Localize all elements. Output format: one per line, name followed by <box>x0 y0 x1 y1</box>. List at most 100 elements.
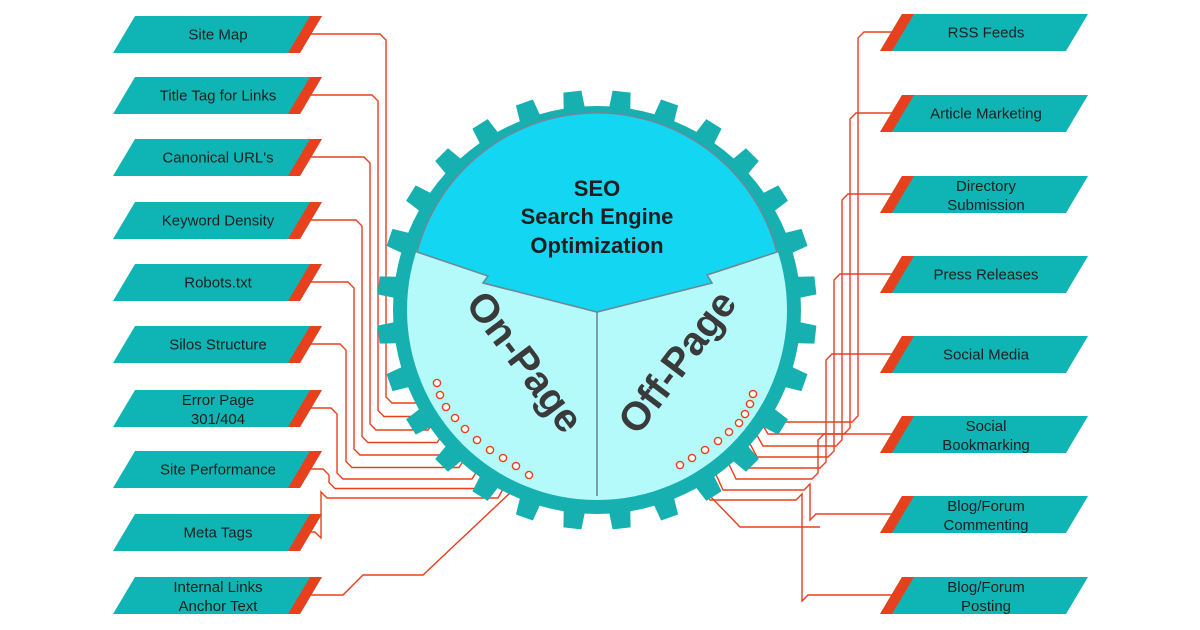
label-box <box>113 390 322 427</box>
label-box <box>113 202 322 239</box>
label-box <box>113 264 322 301</box>
label-box <box>880 336 1088 373</box>
connector-line <box>302 465 517 540</box>
label-box-accent <box>880 496 914 533</box>
label-text: Commenting <box>943 517 1028 534</box>
connector-terminal <box>441 402 451 412</box>
label-text: Canonical URL's <box>162 150 273 167</box>
label-box-accent <box>288 16 322 53</box>
connector-terminal <box>450 413 460 423</box>
connector-terminal <box>748 389 758 399</box>
connector-terminal <box>524 470 534 480</box>
label-box <box>880 577 1088 614</box>
sector-seo <box>416 112 778 313</box>
label-text: Directory <box>956 178 1017 195</box>
label-text: Internal Links <box>173 579 262 596</box>
connector-terminal <box>472 435 482 445</box>
label-box <box>113 16 322 53</box>
label-box <box>113 451 322 488</box>
label-text: Posting <box>961 598 1011 615</box>
label-text: Robots.txt <box>184 275 252 292</box>
on-page-item-site-performance: Site Performance <box>113 451 322 488</box>
seo-subtitle-line1: Search Engine <box>521 204 674 229</box>
connector-terminal <box>511 461 521 471</box>
label-text: Meta Tags <box>184 525 253 542</box>
label-box-accent <box>288 264 322 301</box>
connector-terminal <box>435 390 445 400</box>
label-box-accent <box>288 514 322 551</box>
connector-terminal <box>687 453 697 463</box>
label-box <box>880 95 1088 132</box>
seo-gear: SEO Search Engine Optimization On-Page O… <box>377 90 817 530</box>
label-text: Title Tag for Links <box>160 88 277 105</box>
label-box <box>113 77 322 114</box>
label-text: Silos Structure <box>169 337 267 354</box>
seo-title: SEO <box>574 176 620 201</box>
on-page-item-robots-txt: Robots.txt <box>113 264 322 301</box>
label-text: Keyword Density <box>162 213 275 230</box>
on-page-item-error-page-301-404: Error Page 301/404 <box>113 390 322 428</box>
label-box-accent <box>880 14 914 51</box>
connector-line <box>749 112 900 435</box>
label-box-accent <box>880 95 914 132</box>
label-text: Blog/Forum <box>947 579 1025 596</box>
label-box-accent <box>880 176 914 213</box>
label-box <box>113 326 322 363</box>
label-box-accent <box>880 416 914 453</box>
on-page-item-site-map: Site Map <box>113 16 322 53</box>
on-page-item-title-tag-for-links: Title Tag for Links <box>113 77 322 114</box>
label-text: Submission <box>947 197 1025 214</box>
label-box <box>113 514 322 551</box>
connector-line <box>302 219 456 444</box>
connector-terminal <box>745 399 755 409</box>
label-box-accent <box>880 256 914 293</box>
connector-terminal <box>724 427 734 437</box>
connector-line <box>717 433 900 480</box>
off-page-item-social-media: Social Media <box>880 336 1088 373</box>
connector-line <box>302 343 478 469</box>
label-text: Social Media <box>943 347 1030 364</box>
label-text: RSS Feeds <box>948 25 1025 42</box>
connector-terminal <box>740 409 750 419</box>
label-text: Social <box>966 418 1007 435</box>
label-text: Bookmarking <box>942 437 1030 454</box>
label-box-accent <box>288 202 322 239</box>
label-text: 301/404 <box>191 411 245 428</box>
label-text: Article Marketing <box>930 106 1042 123</box>
connector-terminal <box>485 445 495 455</box>
on-page-item-keyword-density: Keyword Density <box>113 202 322 239</box>
connector-terminal <box>700 445 710 455</box>
connector-terminal <box>460 424 470 434</box>
label-box-accent <box>288 139 322 176</box>
off-page-item-article-marketing: Article Marketing <box>880 95 1088 132</box>
connector-terminal <box>734 418 744 428</box>
label-text: Blog/Forum <box>947 498 1025 515</box>
label-box <box>113 577 322 614</box>
on-page-item-canonical-url-s: Canonical URL's <box>113 139 322 176</box>
label-box-accent <box>288 451 322 488</box>
connector-line <box>302 156 447 431</box>
label-box <box>880 176 1088 213</box>
label-text: Site Performance <box>160 462 276 479</box>
on-page-item-meta-tags: Meta Tags <box>113 514 322 551</box>
connector-line <box>691 457 900 603</box>
seo-subtitle-line2: Optimization <box>530 233 663 258</box>
label-text: Site Map <box>188 27 247 44</box>
label-box <box>880 416 1088 453</box>
label-box <box>880 256 1088 293</box>
label-box-accent <box>288 390 322 427</box>
connector-terminal <box>675 460 685 470</box>
connector-line <box>704 449 900 522</box>
label-box-accent <box>880 336 914 373</box>
label-text: Error Page <box>182 392 255 409</box>
label-box-accent <box>288 577 322 614</box>
connector-line <box>302 474 530 596</box>
connector-terminal <box>498 453 508 463</box>
connector-terminals <box>432 378 758 480</box>
